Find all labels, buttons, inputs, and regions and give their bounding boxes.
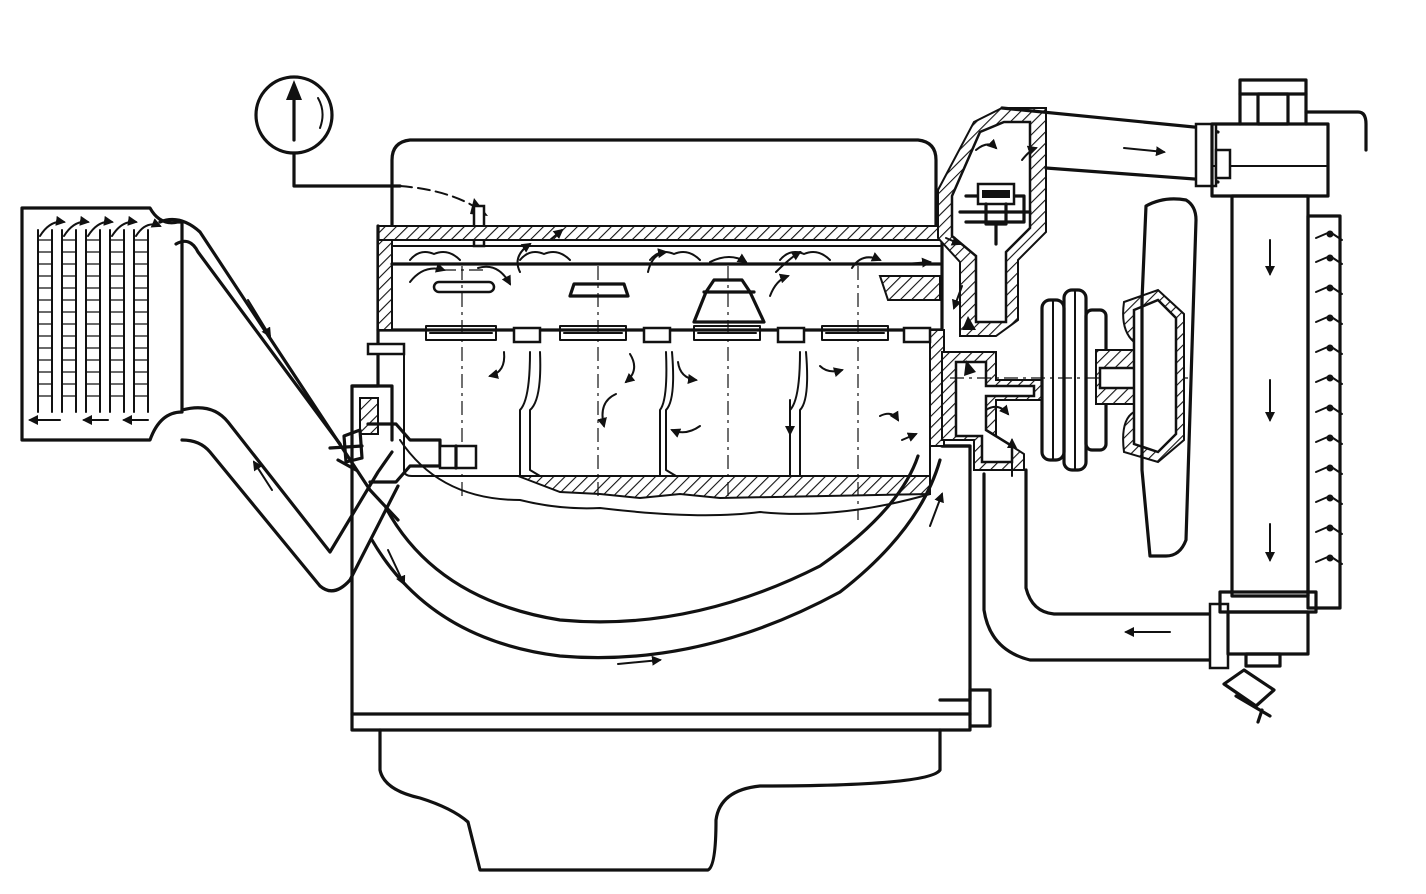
valves: [432, 278, 766, 324]
radiator-cap: [1238, 78, 1368, 152]
lower-radiator-hose: [982, 468, 1230, 670]
temperature-gauge: [254, 75, 488, 248]
head-flow-arrows: [409, 228, 932, 297]
bypass-hose: [370, 454, 944, 666]
heater-core-fins: [38, 239, 148, 397]
fan: [1122, 197, 1198, 558]
heater-hose-lower: [180, 406, 400, 593]
oil-pan: [350, 688, 992, 872]
block-flow-arrows: [488, 351, 918, 442]
drain-cock: [1222, 652, 1282, 724]
fan-pulley: [1040, 288, 1108, 472]
radiator-fins: [1315, 231, 1343, 565]
thermostat: [958, 182, 1032, 246]
heater-hose-upper: [158, 218, 400, 522]
cylinder-block: [350, 266, 972, 732]
heater-core: [20, 206, 184, 442]
cylinders: [403, 349, 931, 477]
thermostat-housing: [937, 107, 1047, 337]
cylinder-head: [376, 224, 944, 332]
cylinder-centerlines: [442, 266, 859, 520]
heater-valve: [328, 422, 478, 484]
rocker-cover: [390, 138, 938, 230]
radiator: [1210, 122, 1343, 656]
